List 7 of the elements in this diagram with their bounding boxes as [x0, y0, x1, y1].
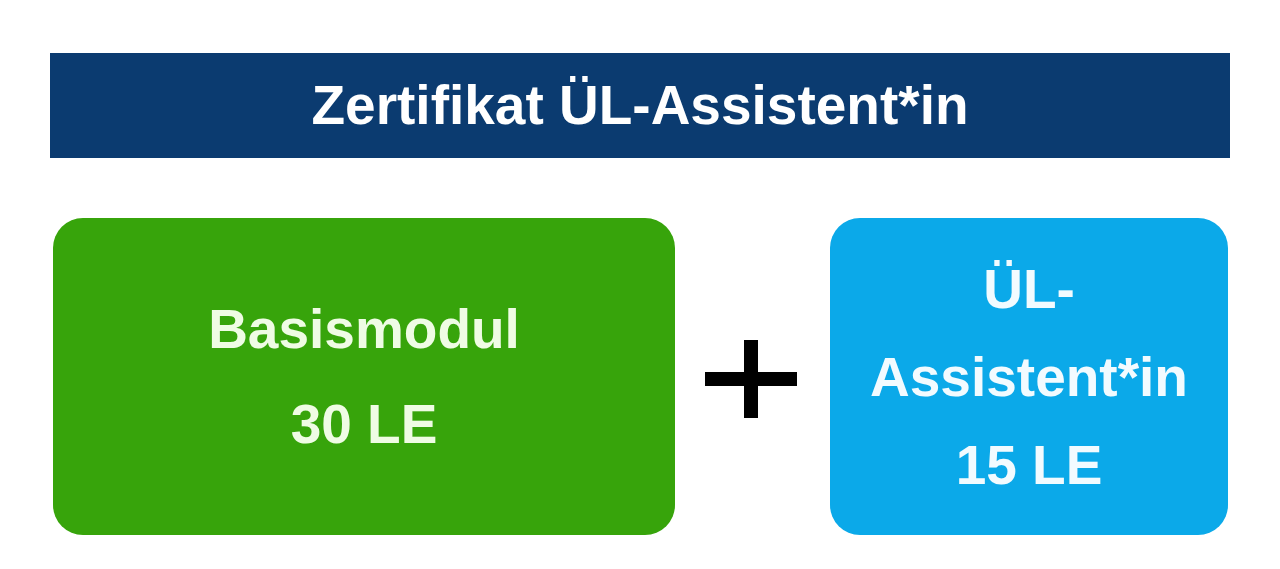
module-name: Basismodul [208, 296, 520, 362]
diagram-title: Zertifikat ÜL-Assistent*in [311, 78, 969, 133]
module-box [830, 218, 1228, 535]
module-name: ÜL-Assistent*in [869, 256, 1189, 410]
learning-units: 30 LE [290, 391, 438, 457]
learning-units: 15 LE [955, 432, 1103, 498]
module-box [53, 218, 675, 535]
